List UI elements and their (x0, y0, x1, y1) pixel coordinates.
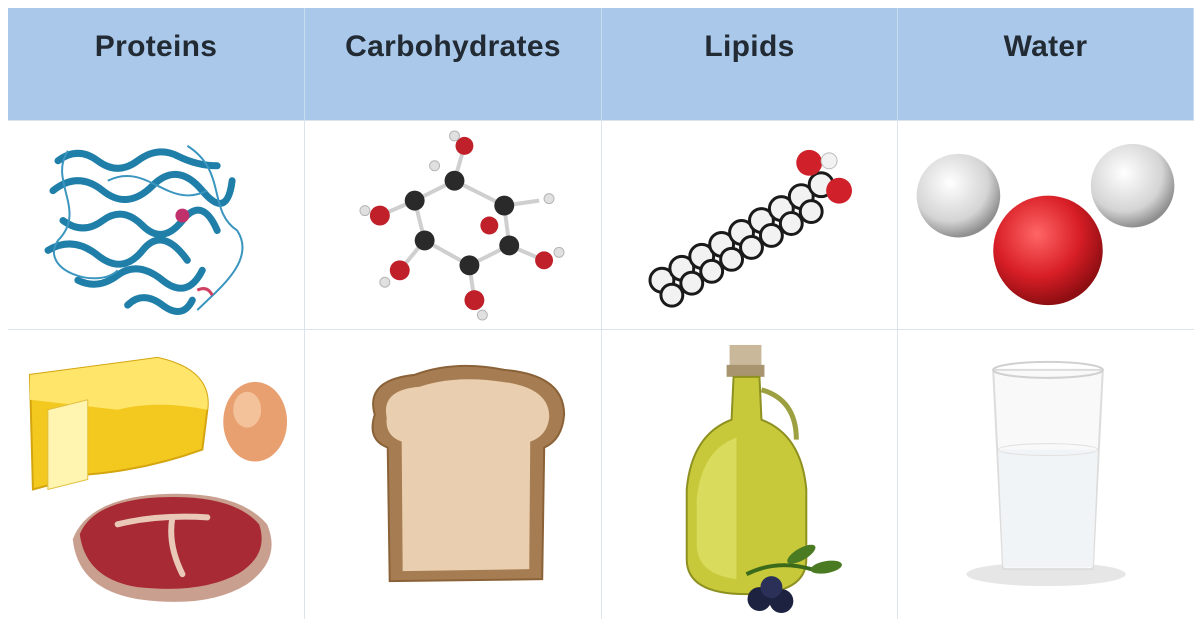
cell-water-molecule (898, 120, 1194, 329)
cheese-egg-steak-icon (28, 356, 288, 602)
glucose-molecule-icon (359, 130, 565, 321)
header-label: Carbohydrates (345, 30, 561, 63)
header-lipids: Lipids (602, 8, 898, 120)
header-carbohydrates: Carbohydrates (305, 8, 602, 120)
water-molecule-icon (916, 143, 1175, 306)
fatty-acid-molecule-icon (648, 149, 853, 308)
header-label: Proteins (94, 30, 218, 63)
cell-water-food (898, 329, 1194, 619)
header-label: Lipids (704, 30, 795, 63)
protein-structure-icon (44, 145, 244, 315)
biomolecule-table: Proteins Carbohydrates Lipids Water (8, 8, 1194, 619)
cell-lipid-molecule (602, 120, 898, 329)
water-glass-icon (966, 360, 1126, 587)
header-label: Water (1003, 30, 1088, 63)
cell-carbohydrate-molecule (305, 120, 602, 329)
cell-carbohydrate-food (305, 329, 602, 619)
bread-slice-icon (371, 364, 566, 583)
cell-lipid-food (602, 329, 898, 619)
cell-protein-food (8, 329, 305, 619)
header-water: Water (898, 8, 1194, 120)
highlight-dot (175, 208, 190, 223)
cell-protein-molecule (8, 120, 305, 329)
olive-oil-bottle-icon (685, 344, 842, 614)
header-proteins: Proteins (8, 8, 305, 120)
